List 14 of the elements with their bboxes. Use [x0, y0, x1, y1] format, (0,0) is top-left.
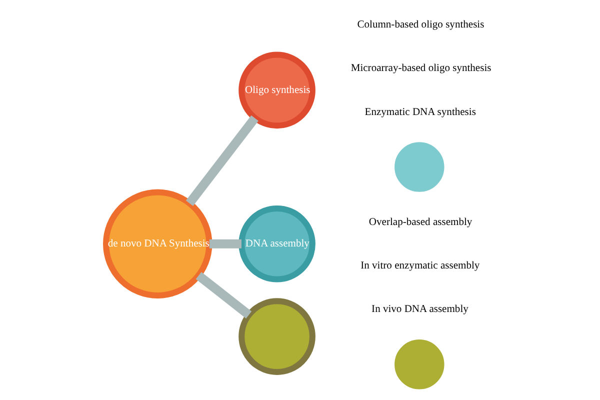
label: Overlap-based assembly: [368, 216, 472, 228]
node-circle: de novo DNA Synthesis: [103, 189, 212, 298]
label: In vitro enzymatic assembly: [360, 260, 480, 272]
node-circle: DNA assembly: [238, 205, 316, 282]
connector: [196, 272, 252, 319]
label: Enzymatic DNA synthesis: [364, 106, 476, 118]
node-circle: [238, 298, 316, 375]
label: Column-based oligo synthesis: [357, 19, 484, 30]
node-circle: Oligo synthesis: [238, 52, 316, 129]
node-circle: [394, 142, 444, 192]
label: Microarray-based oligo synthesis: [350, 63, 492, 74]
label: In vivo DNA assembly: [372, 304, 468, 316]
connector: [186, 115, 258, 206]
node-circle: [394, 340, 444, 390]
